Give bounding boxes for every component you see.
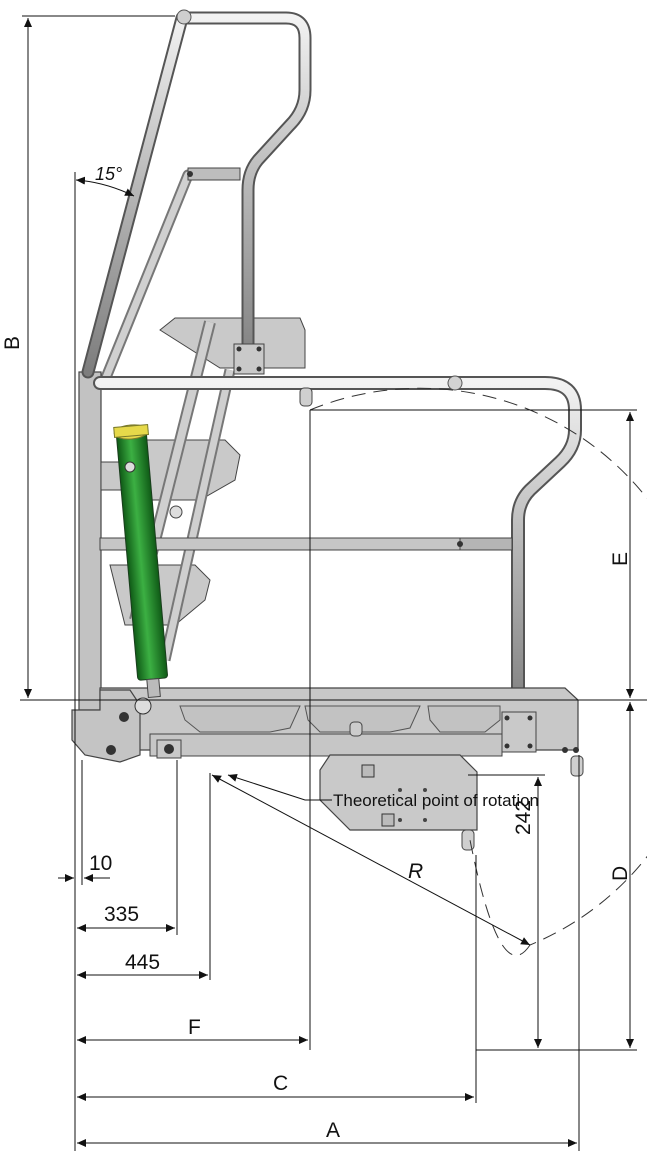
angle-label: 15° [95, 164, 122, 184]
folded-handrail [81, 9, 312, 379]
dim-label-a: A [326, 1119, 340, 1142]
dim-label-c: C [273, 1072, 288, 1095]
dim-label-r: R [408, 860, 423, 883]
dim-label-242: 242 [512, 800, 535, 835]
labels: 15° B E D R 10 335 445 F C A 242 Theoret… [1, 164, 632, 1142]
dim-label-f: F [188, 1016, 201, 1039]
base-bracket [71, 689, 182, 763]
platform-handrail [93, 375, 582, 727]
dim-label-b: B [1, 336, 24, 350]
rotation-note: Theoretical point of rotation [333, 791, 539, 810]
dim-label-d: D [609, 866, 632, 881]
dim-label-335: 335 [104, 903, 139, 926]
rotation-arc [309, 387, 647, 946]
stringers [99, 167, 241, 662]
rotation-arc-lower [469, 839, 531, 956]
dim-label-445: 445 [125, 951, 160, 974]
platform-deck [99, 687, 584, 777]
dim-label-e: E [609, 552, 632, 566]
dim-label-10: 10 [89, 852, 112, 875]
gas-cylinder [113, 423, 168, 699]
dimension-lines [20, 15, 647, 1151]
